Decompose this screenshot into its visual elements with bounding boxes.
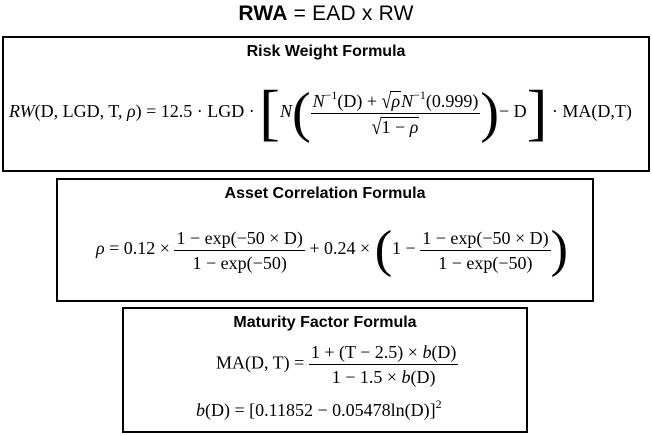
- asset-correlation-title: Asset Correlation Formula: [224, 185, 426, 202]
- rw-coefficient: = 12.5 · LGD ·: [141, 101, 260, 122]
- risk-weight-formula: RW(D, LGD, T, ρ) = 12.5 · LGD · [N( N−1(…: [9, 82, 632, 144]
- d-argument: (D) +: [337, 90, 382, 111]
- maturity-num-b: (D): [431, 342, 457, 362]
- maturity-fraction: 1 + (T − 2.5) × b(D) 1 − 1.5 × b(D): [308, 342, 459, 386]
- confidence-level: (0.999): [425, 90, 479, 111]
- page-title: RWA = EAD x RW: [0, 2, 652, 26]
- rwa-label: RWA: [238, 2, 288, 25]
- maturity-adjustment-term: · MA(D,T): [547, 101, 632, 122]
- inverse-exponent-2: −1: [413, 87, 426, 102]
- asset-correlation-box: Asset Correlation Formula ρ = 0.12 × 1 −…: [56, 178, 594, 302]
- one-minus: 1 −: [381, 116, 410, 137]
- ma-lhs: MA(D, T) =: [216, 352, 309, 373]
- b-rhs: (D) = [0.11852 − 0.05478ln(D)]: [205, 400, 436, 420]
- maturity-den-b: (D): [410, 367, 436, 387]
- rho-under-root: ρ: [391, 90, 401, 111]
- right-paren-ac: ): [550, 221, 568, 278]
- left-paren: (: [291, 82, 311, 144]
- rw-numerator: N−1(D) + √ρN−1(0.999): [310, 87, 481, 114]
- maturity-title: Maturity Factor Formula: [233, 314, 417, 331]
- rho-denominator: ρ: [409, 116, 419, 137]
- inverse-normal-symbol: N: [312, 90, 325, 111]
- inverse-normal-symbol-2: N: [401, 90, 414, 111]
- fraction-2: 1 − exp(−50 × D) 1 − exp(−50): [420, 229, 551, 273]
- rw-args: (D, LGD, T,: [34, 101, 127, 122]
- fraction-1-denominator: 1 − exp(−50): [192, 252, 287, 273]
- normal-cdf-symbol: N: [279, 101, 292, 122]
- coefficient-024: + 0.24 ×: [304, 238, 375, 259]
- b-symbol-den: b: [401, 367, 411, 387]
- maturity-num-a: 1 + (T − 2.5) ×: [310, 342, 423, 362]
- risk-weight-title: Risk Weight Formula: [246, 43, 406, 60]
- right-paren: ): [480, 82, 500, 144]
- b-formula: b(D) = [0.11852 − 0.05478ln(D)]2: [196, 398, 442, 420]
- maturity-formula: MA(D, T) = 1 + (T − 2.5) × b(D) 1 − 1.5 …: [216, 342, 459, 386]
- fraction-2-numerator: 1 − exp(−50 × D): [420, 229, 551, 251]
- fraction-2-denominator: 1 − exp(−50): [438, 252, 533, 273]
- maturity-numerator: 1 + (T − 2.5) × b(D): [308, 342, 459, 365]
- rw-args-close: ): [135, 101, 142, 122]
- left-bracket: [: [259, 79, 280, 147]
- inverse-exponent: −1: [324, 87, 338, 102]
- right-bracket: ]: [526, 79, 548, 147]
- b-symbol: b: [422, 342, 432, 362]
- asset-correlation-formula: ρ = 0.12 × 1 − exp(−50 × D) 1 − exp(−50)…: [96, 224, 568, 276]
- left-paren-ac: (: [374, 221, 393, 278]
- radical-icon: √: [381, 88, 392, 113]
- rho-lhs: ρ: [96, 238, 105, 259]
- rw-fraction: N−1(D) + √ρN−1(0.999) √1 − ρ: [310, 87, 481, 139]
- risk-weight-box: Risk Weight Formula RW(D, LGD, T, ρ) = 1…: [2, 36, 650, 172]
- one-minus-ac: 1 −: [392, 238, 421, 259]
- minus-d: − D: [499, 101, 527, 122]
- fraction-1: 1 − exp(−50 × D) 1 − exp(−50): [174, 229, 305, 273]
- rw-symbol: RW: [9, 101, 35, 122]
- maturity-den-a: 1 − 1.5 ×: [331, 367, 402, 387]
- rwa-definition: = EAD x RW: [287, 2, 414, 25]
- radical-icon-2: √: [371, 114, 382, 139]
- rho-symbol: ρ: [127, 101, 136, 122]
- maturity-denominator: 1 − 1.5 × b(D): [309, 365, 459, 386]
- rw-denominator: √1 − ρ: [311, 114, 481, 139]
- b-exponent: 2: [435, 397, 442, 411]
- fraction-1-numerator: 1 − exp(−50 × D): [174, 229, 305, 251]
- maturity-box: Maturity Factor Formula MA(D, T) = 1 + (…: [122, 307, 528, 433]
- coefficient-012: = 0.12 ×: [104, 238, 175, 259]
- b-lhs: b: [196, 400, 205, 420]
